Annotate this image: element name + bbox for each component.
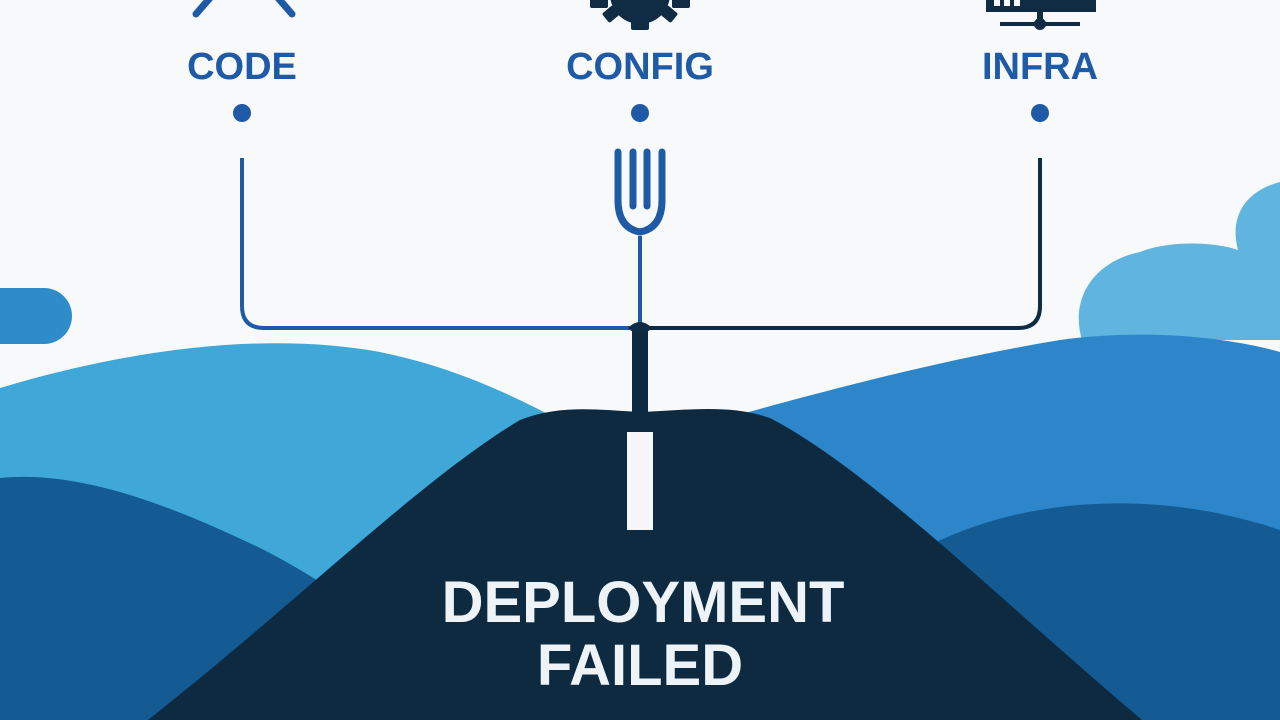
fork-icon bbox=[614, 148, 666, 236]
road-lane-marking bbox=[627, 432, 653, 530]
infra-label: INFRA bbox=[982, 46, 1098, 88]
infra-connector bbox=[650, 158, 1042, 330]
code-connector bbox=[240, 158, 630, 330]
cloud-right bbox=[1078, 182, 1280, 340]
junction-node bbox=[628, 322, 652, 334]
code-label: CODE bbox=[187, 46, 297, 88]
infra-dot bbox=[1031, 104, 1049, 122]
config-dot bbox=[631, 104, 649, 122]
road bbox=[148, 409, 1142, 720]
merged-trunk bbox=[632, 326, 648, 420]
config-label: CONFIG bbox=[566, 46, 714, 88]
code-dot bbox=[233, 104, 251, 122]
status-line-2: FAILED bbox=[537, 633, 743, 698]
connector-lines bbox=[240, 158, 1042, 420]
server-network-icon bbox=[986, 0, 1096, 30]
status-line-1: DEPLOYMENT bbox=[442, 570, 845, 635]
code-brackets-icon bbox=[192, 0, 296, 18]
cloud-left bbox=[0, 288, 72, 344]
gear-icon bbox=[590, 0, 690, 30]
